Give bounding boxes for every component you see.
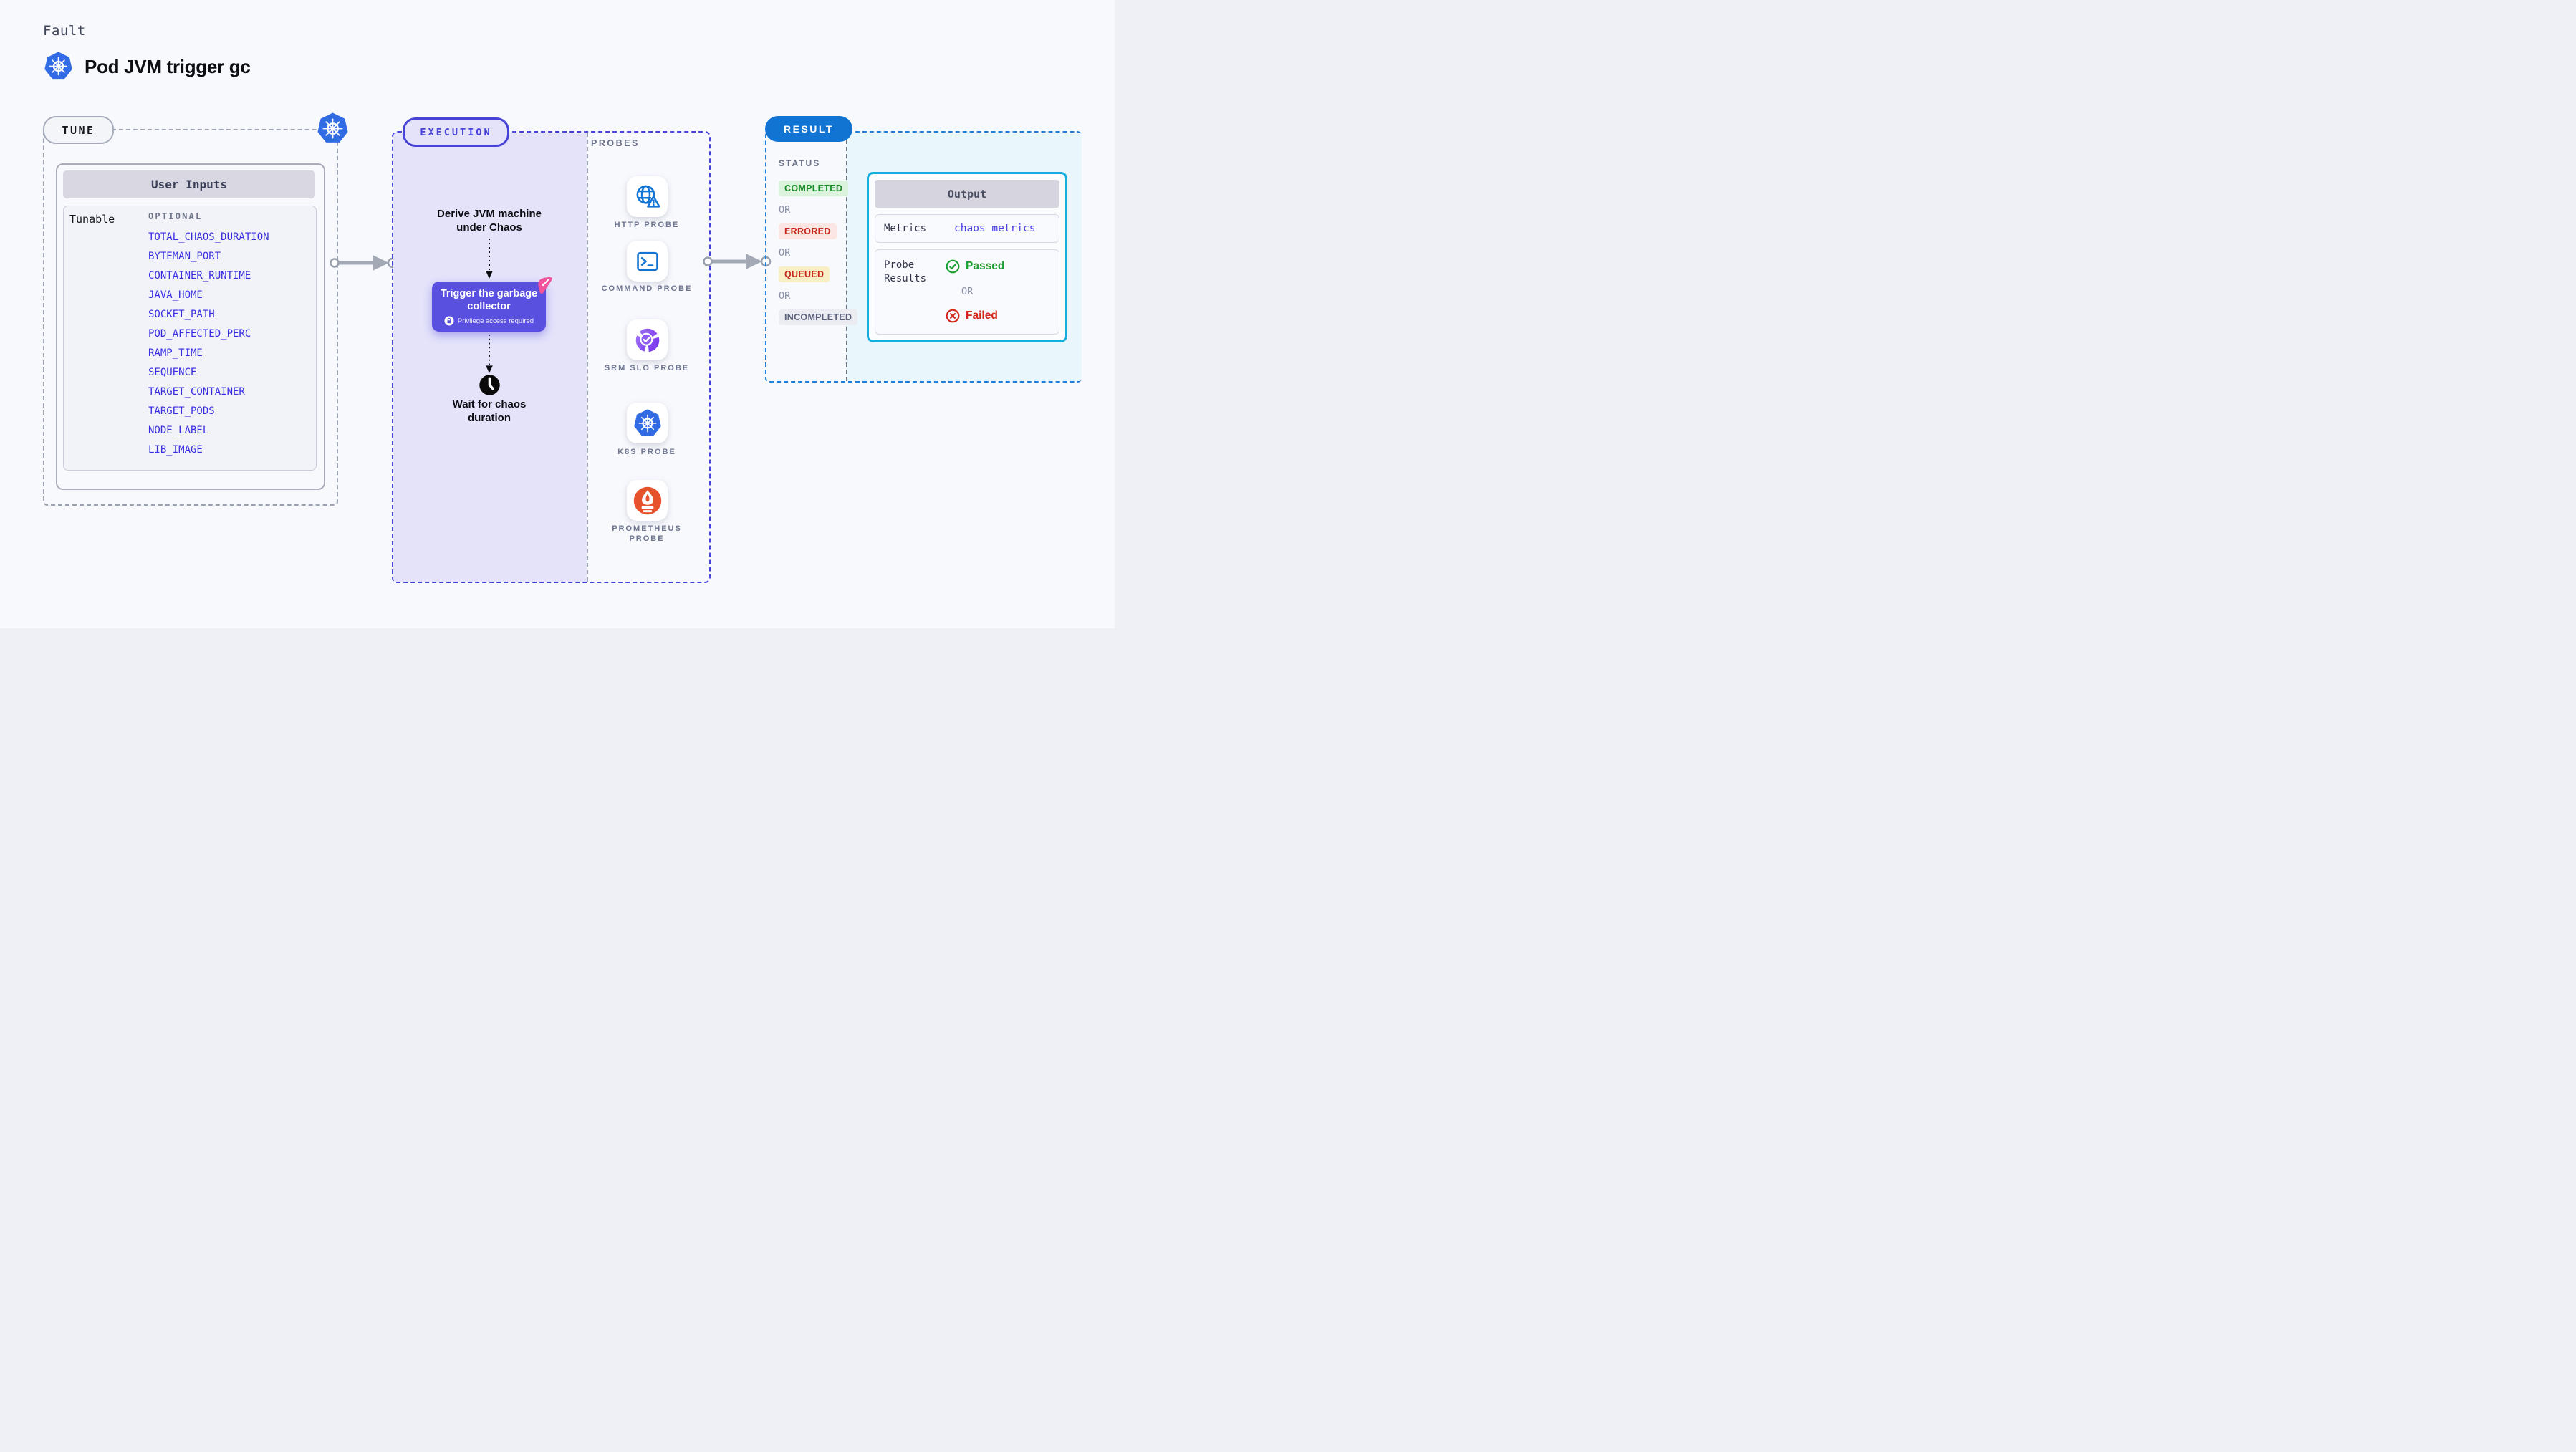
- or-label: OR: [779, 204, 791, 216]
- passed-result: Passed: [946, 259, 1004, 274]
- param-target-pods: TARGET_PODS: [148, 405, 215, 417]
- k8s-probe-card[interactable]: [627, 403, 668, 443]
- execution-probes-divider: [587, 133, 588, 582]
- status-badge-queued: QUEUED: [779, 266, 830, 282]
- prometheus-probe-card[interactable]: [627, 480, 668, 521]
- param-pod-affected-perc: POD_AFFECTED_PERC: [148, 328, 251, 340]
- user-inputs-header: User Inputs: [63, 170, 315, 198]
- command-probe-label: COMMAND PROBE: [601, 284, 693, 293]
- srm-slo-probe-card[interactable]: [627, 319, 668, 360]
- tune-to-execution-arrow: [330, 254, 398, 272]
- fault-eyebrow: Fault: [43, 23, 86, 39]
- prometheus-probe-label: PROMETHEUS PROBE: [612, 524, 682, 543]
- or-label: OR: [779, 290, 791, 302]
- http-probe-label: HTTP PROBE: [614, 221, 680, 229]
- kubernetes-icon: [633, 408, 662, 436]
- execution-to-result-arrow: [703, 252, 772, 271]
- trigger-gc-label: Trigger the garbage collector: [440, 288, 538, 312]
- or-label: OR: [779, 247, 791, 259]
- metrics-label: Metrics: [884, 223, 927, 234]
- param-container-runtime: CONTAINER_RUNTIME: [148, 270, 251, 282]
- fault-diagram-page: Fault Pod JVM trigger gc TUNE User Input…: [0, 0, 1115, 628]
- status-badge-incompleted: INCOMPLETED: [779, 309, 858, 325]
- status-label: STATUS: [779, 158, 821, 168]
- param-socket-path: SOCKET_PATH: [148, 309, 215, 320]
- clock-icon: [479, 375, 500, 395]
- user-inputs-card: [56, 163, 325, 490]
- param-sequence: SEQUENCE: [148, 367, 197, 378]
- failed-label: Failed: [966, 309, 998, 322]
- wait-step-label: Wait for chaos duration: [452, 398, 527, 424]
- prometheus-flame-icon: [633, 486, 661, 514]
- param-target-container: TARGET_CONTAINER: [148, 386, 245, 398]
- status-column: STATUS COMPLETED OR ERRORED OR QUEUED OR…: [779, 158, 858, 333]
- metrics-row: Metrics chaos metrics: [875, 214, 1059, 243]
- page-title: Pod JVM trigger gc: [85, 56, 251, 77]
- kubernetes-icon: [317, 112, 349, 144]
- http-probe-card[interactable]: [627, 176, 668, 217]
- trigger-gc-node[interactable]: Trigger the garbage collector Privilege …: [432, 282, 546, 332]
- probe-results-row: Probe Results Passed OR Failed: [875, 249, 1059, 335]
- probes-column-label: PROBES: [591, 138, 640, 148]
- check-circle-icon: [946, 259, 960, 274]
- passed-label: Passed: [966, 260, 1005, 272]
- command-probe-card[interactable]: [627, 241, 668, 282]
- execution-flow-zone: [393, 133, 587, 582]
- param-byteman-port: BYTEMAN_PORT: [148, 251, 221, 262]
- execution-section-box: [392, 131, 711, 583]
- k8s-probe-label: K8S PROBE: [617, 448, 676, 456]
- metrics-value: chaos metrics: [954, 223, 1036, 234]
- result-badge[interactable]: RESULT: [765, 116, 852, 142]
- lock-icon: [444, 316, 454, 326]
- privilege-note: Privilege access required: [457, 317, 534, 325]
- param-ramp-time: RAMP_TIME: [148, 347, 203, 359]
- x-circle-icon: [946, 309, 960, 323]
- param-total-chaos-duration: TOTAL_CHAOS_DURATION: [148, 231, 269, 243]
- failed-result: Failed: [946, 309, 998, 323]
- tunable-param-list: TOTAL_CHAOS_DURATION BYTEMAN_PORT CONTAI…: [148, 228, 313, 460]
- tune-section-box: [43, 129, 338, 506]
- status-badge-errored: ERRORED: [779, 223, 837, 239]
- or-label: OR: [961, 286, 974, 297]
- param-node-label: NODE_LABEL: [148, 425, 209, 436]
- flow-arrow-down-icon: [484, 238, 494, 279]
- derive-jvm-step-label: Derive JVM machine under Chaos: [437, 208, 542, 234]
- kubernetes-icon: [44, 51, 73, 80]
- output-header: Output: [875, 180, 1059, 208]
- param-lib-image: LIB_IMAGE: [148, 444, 203, 456]
- terminal-icon: [636, 251, 658, 271]
- tune-badge[interactable]: TUNE: [43, 116, 114, 144]
- output-card: Output Metrics chaos metrics Probe Resul…: [867, 172, 1067, 342]
- optional-column-label: OPTIONAL: [148, 211, 203, 221]
- chaos-cursor-icon: [538, 277, 552, 294]
- probe-results-label: Probe Results: [884, 259, 927, 284]
- globe-alert-icon: [636, 185, 660, 208]
- tunable-label: Tunable: [69, 213, 115, 226]
- status-badge-completed: COMPLETED: [779, 181, 849, 196]
- flow-arrow-down-icon: [484, 334, 494, 374]
- param-java-home: JAVA_HOME: [148, 289, 203, 301]
- slo-donut-check-icon: [635, 328, 659, 352]
- srm-slo-probe-label: SRM SLO PROBE: [604, 364, 690, 372]
- tunable-panel: [63, 206, 317, 471]
- execution-badge[interactable]: EXECUTION: [403, 117, 509, 147]
